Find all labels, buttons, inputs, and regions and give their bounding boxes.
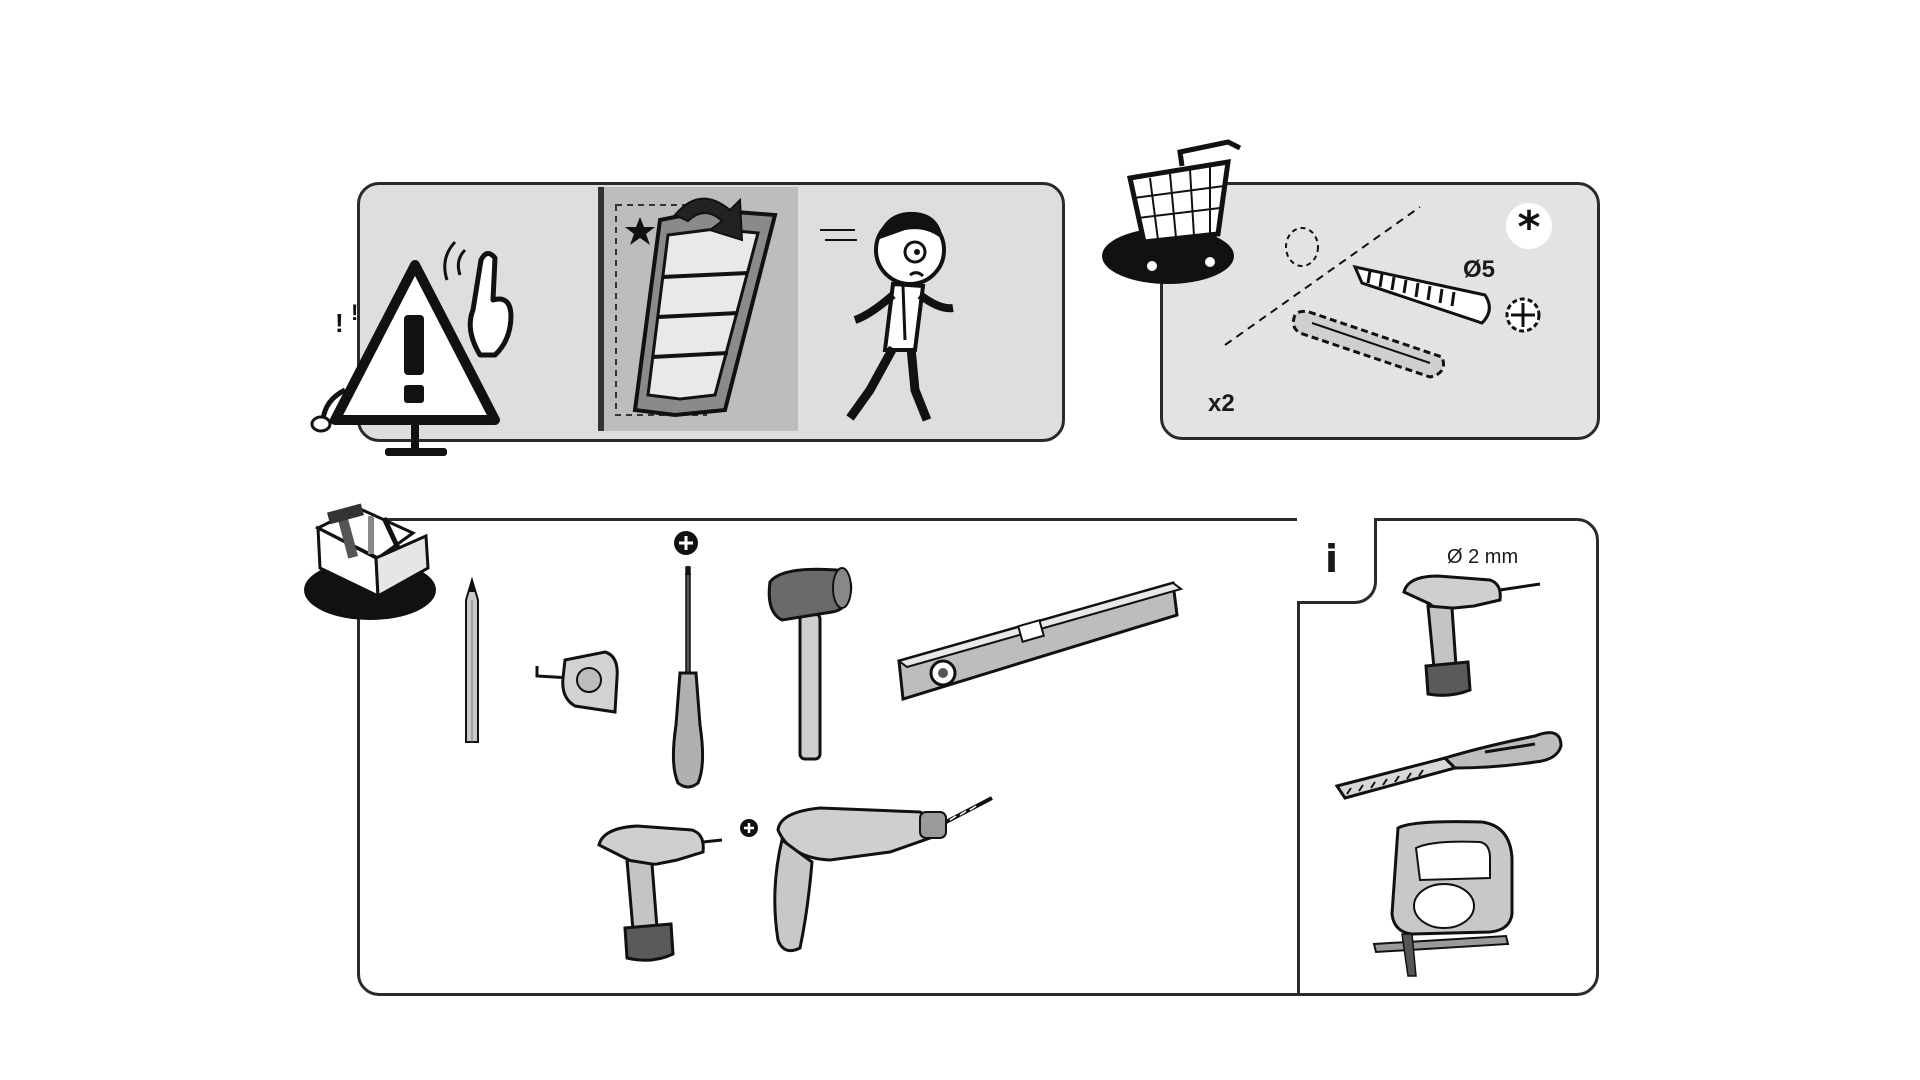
screw-diameter-label: Ø5 [1463, 256, 1496, 283]
hammer-drill-tool [773, 796, 993, 953]
svg-text:!: ! [351, 300, 358, 325]
startled-person-illustration [820, 211, 954, 422]
info-section-divider [1297, 518, 1300, 996]
shopping-cart-icon [1102, 139, 1242, 284]
tape-measure-tool [535, 650, 619, 714]
drill-bit-diameter-label: Ø 2 mm [1447, 546, 1519, 568]
info-icon: i [1325, 537, 1339, 581]
plus-icon [674, 531, 698, 555]
info-tab [1297, 518, 1377, 604]
pencil-tool [465, 576, 479, 743]
toolbox-icon [304, 503, 436, 620]
cordless-drill-tool [597, 824, 723, 962]
spirit-level-tool [896, 581, 1184, 701]
cordless-drill-small-tool [1402, 574, 1541, 697]
phillips-screwdriver-tool [671, 565, 705, 789]
svg-text:!: ! [335, 308, 344, 338]
jigsaw-tool [1372, 820, 1514, 977]
tipping-shelf-illustration [598, 187, 798, 431]
hand-saw-tool [1334, 731, 1563, 800]
wall-plug-and-screw-illustration [1224, 206, 1541, 379]
asterisk-icon: * [1506, 202, 1552, 253]
rubber-mallet-tool [767, 567, 853, 761]
plus-icon [740, 819, 758, 837]
svg-text:*: * [1517, 202, 1540, 253]
warning-triangle-icon: ! ! [310, 240, 514, 456]
fixings-quantity-label: x2 [1208, 390, 1235, 417]
